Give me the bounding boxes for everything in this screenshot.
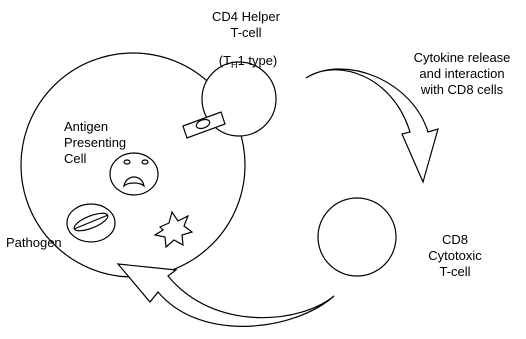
cd8-label: CD8 Cytotoxic T-cell [410, 232, 500, 280]
apc-label: Antigen Presenting Cell [64, 119, 126, 167]
th1-type-label: (TH1 type) [198, 53, 298, 69]
cd4-label: CD4 Helper T-cell [186, 9, 306, 41]
cytokine-label-line1: Cytokine release [400, 50, 524, 66]
cd8-label-line2: Cytotoxic [410, 248, 500, 264]
antigen-burst-icon [155, 212, 192, 247]
apc-label-line3: Cell [64, 151, 126, 167]
cd8-label-line3: T-cell [410, 264, 500, 280]
cytokine-label-line3: with CD8 cells [400, 82, 524, 98]
cd4-label-line1: CD4 Helper [186, 9, 306, 25]
apc-label-line2: Presenting [64, 135, 126, 151]
cytokine-label-line2: and interaction [400, 66, 524, 82]
cytokine-label: Cytokine release and interaction with CD… [400, 50, 524, 98]
th1-prefix: (T [219, 53, 231, 68]
apc-label-line1: Antigen [64, 119, 126, 135]
curved-arrow-bottom [118, 264, 334, 326]
pathogen-label: Pathogen [6, 235, 62, 251]
pathogen-icon [67, 204, 115, 242]
cd8-tcell-circle [318, 198, 396, 276]
cd8-label-line1: CD8 [410, 232, 500, 248]
cd4-label-line2: T-cell [186, 25, 306, 41]
receptor-complex-icon [183, 112, 225, 138]
th1-suffix: 1 type) [238, 53, 278, 68]
